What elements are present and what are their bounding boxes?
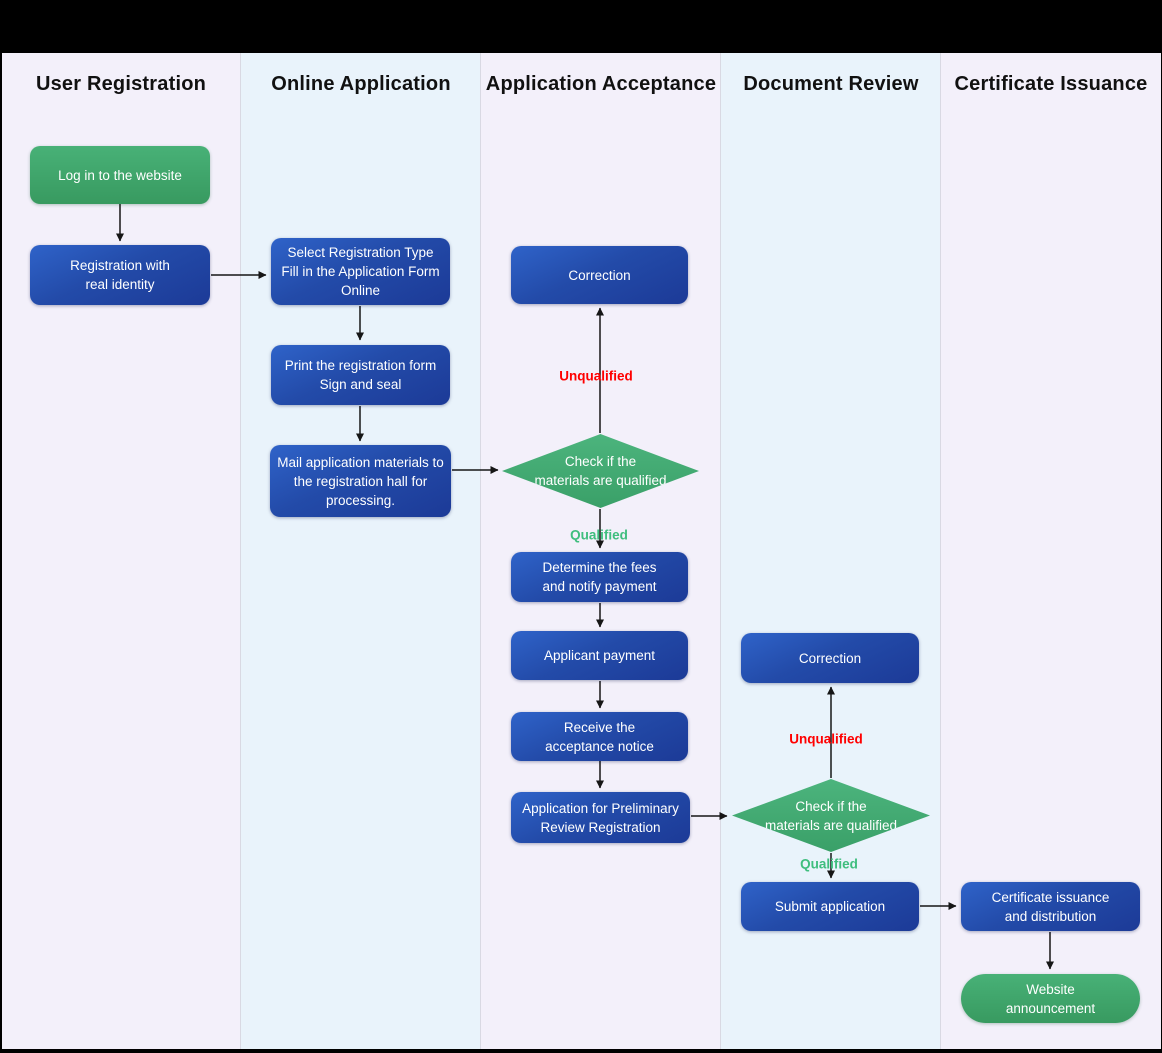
node-correction-2[interactable]: Correction (741, 633, 919, 683)
lane-title: Online Application (271, 73, 451, 95)
edge-label-qualified-1: Qualified (570, 527, 628, 543)
node-applicant-payment[interactable]: Applicant payment (511, 631, 688, 680)
lane-application-acceptance: Application Acceptance (480, 53, 721, 1049)
node-mail-application-materials[interactable]: Mail application materials to the regist… (270, 445, 451, 517)
edge-label-unqualified-2: Unqualified (789, 731, 863, 747)
node-receive-acceptance-notice[interactable]: Receive the acceptance notice (511, 712, 688, 761)
edge-label-unqualified-1: Unqualified (559, 368, 633, 384)
lane-user-registration: User Registration (2, 53, 240, 1049)
lane-title: Certificate Issuance (954, 73, 1148, 95)
lane-title: Document Review (743, 73, 919, 95)
node-log-in-to-website[interactable]: Log in to the website (30, 146, 210, 204)
node-registration-real-identity[interactable]: Registration with real identity (30, 245, 210, 305)
lane-title: Application Acceptance (485, 73, 717, 95)
node-print-registration-form[interactable]: Print the registration form Sign and sea… (271, 345, 450, 405)
node-submit-application[interactable]: Submit application (741, 882, 919, 931)
node-correction-1[interactable]: Correction (511, 246, 688, 304)
node-website-announcement[interactable]: Website announcement (961, 974, 1140, 1023)
lane-title: User Registration (35, 73, 207, 95)
node-determine-fees[interactable]: Determine the fees and notify payment (511, 552, 688, 602)
node-application-preliminary-review[interactable]: Application for Preliminary Review Regis… (511, 792, 690, 843)
node-certificate-issuance-distribution[interactable]: Certificate issuance and distribution (961, 882, 1140, 931)
node-select-registration-type[interactable]: Select Registration Type Fill in the App… (271, 238, 450, 305)
edge-label-qualified-2: Qualified (800, 856, 858, 872)
lane-online-application: Online Application (240, 53, 481, 1049)
